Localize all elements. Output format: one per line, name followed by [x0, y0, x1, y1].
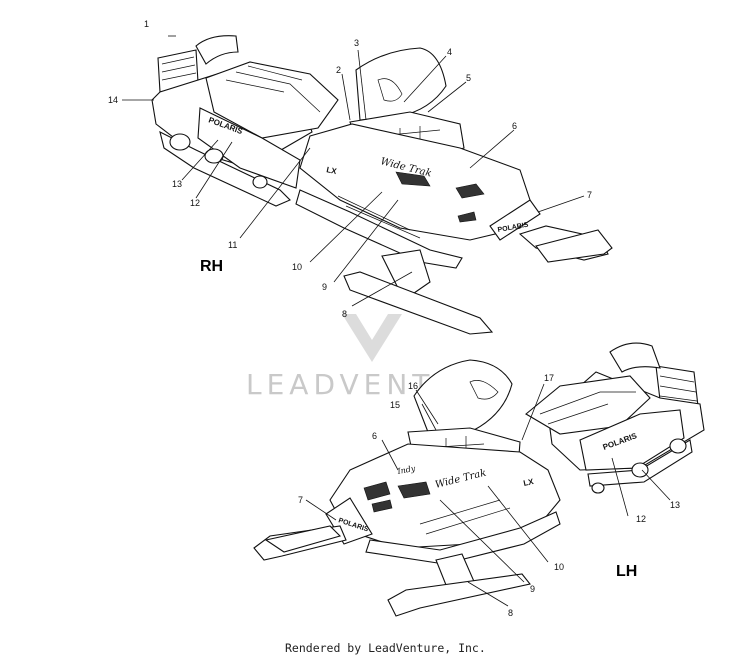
callout-5: 5	[466, 73, 471, 83]
callout-16: 16	[408, 381, 418, 391]
callout-17: 17	[544, 373, 554, 383]
snowmobile-lh: POLARIS Wide Trak LX Indy POLARIS	[253, 342, 705, 617]
callout-6-lh: 6	[372, 431, 377, 441]
lx-decal-rh: LX	[326, 165, 339, 176]
callout-13: 13	[172, 179, 182, 189]
callout-12-lh: 12	[636, 514, 646, 524]
callout-8: 8	[342, 309, 347, 319]
callout-15: 15	[390, 400, 400, 410]
callout-8-lh: 8	[508, 608, 513, 618]
callout-9: 9	[322, 282, 327, 292]
callout-7: 7	[587, 190, 592, 200]
leadventure-logo-icon	[342, 314, 402, 362]
callout-11: 11	[228, 240, 237, 250]
callout-12: 12	[190, 198, 200, 208]
callouts-rh: 1 2 3 4 5 6 7 8 9 10 11 12 13 14	[108, 19, 592, 319]
footer-credit: Rendered by LeadVenture, Inc.	[285, 641, 486, 655]
callout-13-lh: 13	[670, 500, 680, 510]
callouts-lh: 16 15 17 6 7 8 9 10 12 13	[298, 373, 680, 618]
callout-4: 4	[447, 47, 452, 57]
callout-1: 1	[144, 19, 149, 29]
leaders-lh	[305, 383, 671, 607]
snowmobile-rh: POLARIS Wide Trak LX POLARIS	[151, 35, 613, 335]
lx-decal-lh: LX	[523, 477, 536, 488]
rh-view-label: RH	[200, 258, 223, 275]
callout-7-lh: 7	[298, 495, 303, 505]
lh-view-label: LH	[616, 563, 637, 580]
callout-14: 14	[108, 95, 118, 105]
callout-3: 3	[354, 38, 359, 48]
callout-9-lh: 9	[530, 584, 535, 594]
callout-6: 6	[512, 121, 517, 131]
callout-2: 2	[336, 65, 341, 75]
callout-10: 10	[292, 262, 302, 272]
callout-10-lh: 10	[554, 562, 564, 572]
leaders-rh	[122, 35, 585, 307]
indy-decal-lh: Indy	[396, 464, 417, 476]
